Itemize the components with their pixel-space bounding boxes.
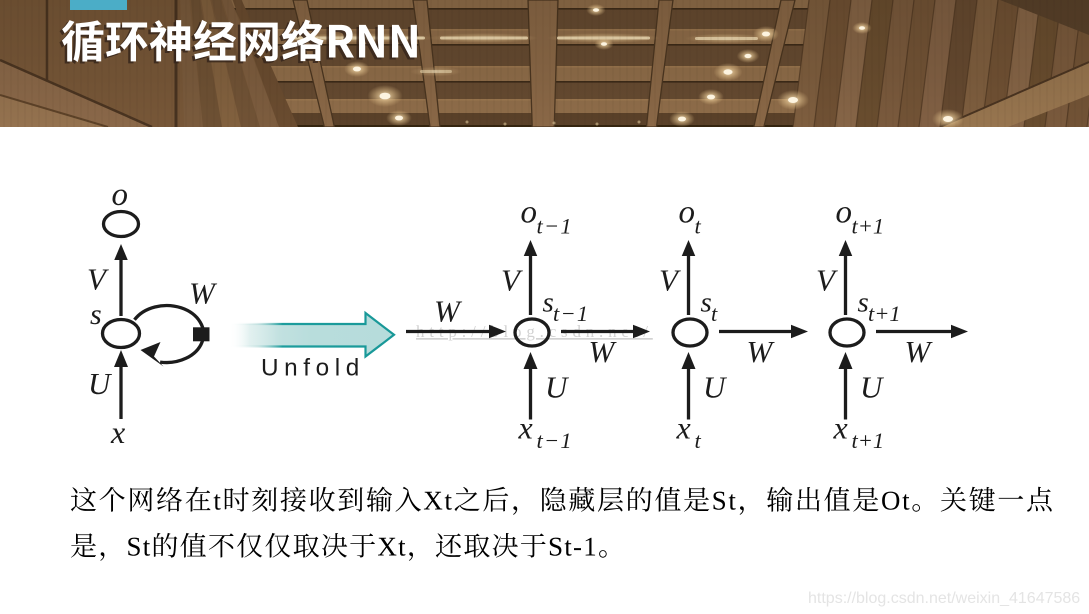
svg-text:s: s [543,287,554,319]
svg-text:U: U [88,366,113,401]
svg-text:x: x [110,414,125,450]
svg-text:Unfold: Unfold [261,355,365,382]
svg-text:o: o [112,177,129,213]
svg-text:t+1: t+1 [868,301,901,326]
svg-text:x: x [518,410,533,446]
svg-text:https://blog.csdn.net/weixin_4: https://blog.csdn.net/weixin_41647586 [808,590,1080,607]
svg-text:W: W [747,334,776,369]
svg-text:W: W [905,334,934,369]
svg-text:t: t [695,214,702,239]
svg-text:V: V [659,263,681,298]
svg-text:U: U [703,370,728,405]
svg-text:s: s [701,287,712,319]
svg-text:U: U [545,370,570,405]
svg-text:U: U [860,370,885,405]
svg-text:s: s [858,287,869,319]
svg-text:W: W [189,276,218,311]
svg-text:W: W [434,294,463,329]
svg-text:t: t [695,428,702,453]
svg-text:t+1: t+1 [852,428,885,453]
svg-text:t+1: t+1 [852,214,885,239]
svg-text:x: x [833,410,848,446]
svg-text:t−1: t−1 [537,214,573,239]
svg-text:t−1: t−1 [537,428,573,453]
svg-text:V: V [87,262,109,297]
svg-text:t: t [711,301,718,326]
svg-text:x: x [676,410,691,446]
svg-text:http://blog.csdn.net/: http://blog.csdn.net/ [416,322,653,341]
svg-text:o: o [521,195,538,231]
svg-text:o: o [836,195,853,231]
svg-text:o: o [679,195,696,231]
svg-text:V: V [501,263,523,298]
svg-text:s: s [90,298,102,331]
svg-text:W: W [589,334,618,369]
svg-text:t−1: t−1 [553,301,589,326]
svg-text:V: V [816,263,838,298]
